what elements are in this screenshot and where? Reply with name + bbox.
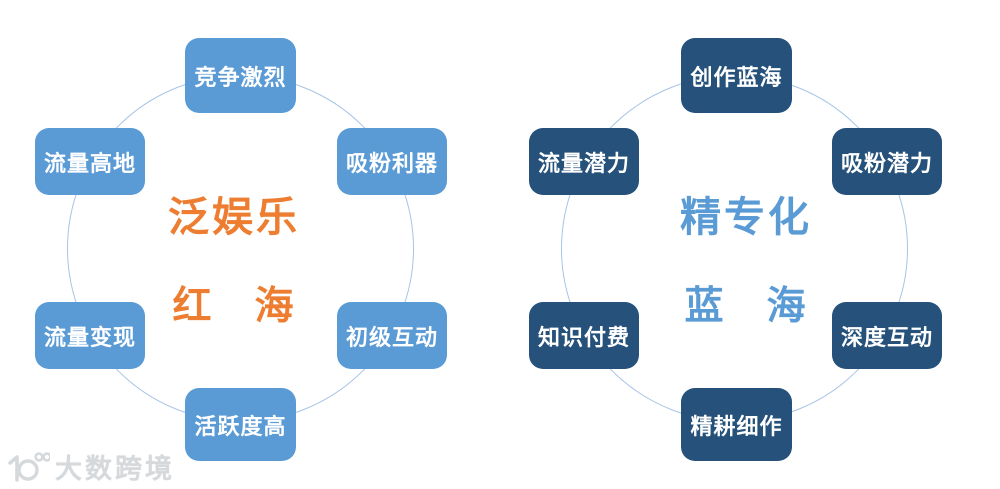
node-creation-blue-ocean: 创作蓝海	[681, 38, 792, 113]
node-fan-potential: 吸粉潜力	[832, 128, 942, 195]
blue-sea-title-line1: 精专化	[680, 194, 812, 240]
node-basic-interaction: 初级互动	[337, 302, 447, 369]
node-traffic-highland: 流量高地	[35, 128, 145, 195]
node-traffic-monetization: 流量变现	[35, 302, 145, 369]
node-intensive-cultivation: 精耕细作	[681, 388, 792, 461]
node-knowledge-payment: 知识付费	[529, 302, 639, 369]
blue-sea-diagram: 精专化 蓝 海 创作蓝海 流量潜力 吸粉潜力 知识付费 深度互动 精耕细作	[500, 0, 1000, 489]
red-sea-title: 泛娱乐 红 海	[74, 194, 394, 328]
node-traffic-potential: 流量潜力	[529, 128, 639, 195]
watermark-brand-text: 大数跨境	[55, 454, 175, 484]
blue-sea-title-line2: 蓝 海	[684, 285, 808, 328]
watermark: 大数跨境	[6, 447, 175, 486]
dashu-logo-icon	[8, 451, 50, 482]
red-sea-title-line1: 泛娱乐	[168, 194, 300, 240]
red-sea-diagram: 泛娱乐 红 海 竞争激烈 流量高地 吸粉利器 流量变现 初级互动 活跃度高	[35, 38, 447, 461]
node-high-activity: 活跃度高	[185, 388, 296, 461]
red-sea-title-line2: 红 海	[172, 285, 296, 328]
node-fan-attraction-tool: 吸粉利器	[337, 128, 447, 195]
node-fierce-competition: 竞争激烈	[185, 38, 296, 113]
node-deep-interaction: 深度互动	[832, 302, 942, 369]
blue-sea-title: 精专化 蓝 海	[586, 194, 906, 328]
